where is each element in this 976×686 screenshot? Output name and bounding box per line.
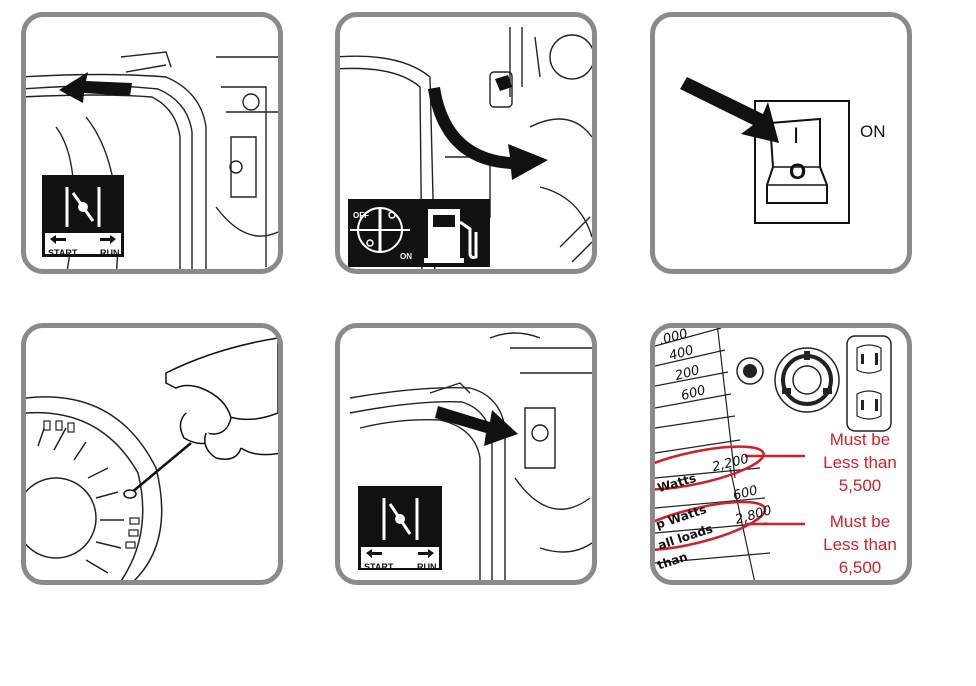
panel-load-chart: .000 400 200 600 Watts 2,200 600 p Watts… bbox=[650, 323, 912, 585]
generator-illustration-2 bbox=[349, 332, 592, 580]
limit-note-1-line1: Must be bbox=[829, 430, 891, 449]
rope bbox=[130, 442, 192, 494]
on-label: ON bbox=[400, 252, 412, 261]
limit-note-1-line3: 5,500 bbox=[838, 476, 882, 495]
recoil-illustration bbox=[26, 337, 278, 580]
arrow-left-icon bbox=[59, 72, 132, 103]
badge-run-label: RUN bbox=[417, 562, 437, 572]
run-arrow-icon bbox=[418, 549, 434, 558]
run-arrow-icon bbox=[100, 235, 116, 244]
off-label: OFF bbox=[353, 211, 369, 220]
start-arrow-icon bbox=[366, 549, 382, 558]
panel-choke-start: START RUN bbox=[21, 12, 283, 274]
red-annotations bbox=[655, 445, 805, 552]
panel-choke-run: START RUN bbox=[335, 323, 597, 585]
panel-engine-switch: I O ON bbox=[650, 12, 912, 274]
generator-illustration bbox=[26, 51, 278, 269]
limit-note-2: Must be Less than 6,500 bbox=[815, 510, 905, 579]
duplex-outlet-icon bbox=[846, 335, 892, 432]
limit-note-2-line3: 6,500 bbox=[838, 558, 882, 577]
outlet-small bbox=[736, 357, 764, 385]
switch-illustration bbox=[680, 77, 850, 224]
badge-start-label: START bbox=[364, 562, 394, 572]
fuel-valve-illustration bbox=[340, 27, 592, 269]
load-chart-illustration bbox=[655, 328, 892, 580]
limit-note-1: Must be Less than 5,500 bbox=[815, 428, 905, 497]
curved-arrow-icon bbox=[428, 87, 548, 180]
limit-note-2-line1: Must be bbox=[829, 512, 891, 531]
switch-on-symbol: I bbox=[793, 123, 800, 148]
pointer-arrow-icon bbox=[680, 77, 779, 143]
badge-run-label: RUN bbox=[100, 248, 120, 258]
panel-recoil-start bbox=[21, 323, 283, 585]
switch-off-symbol: O bbox=[789, 159, 807, 184]
limit-note-1-line2: Less than bbox=[823, 453, 897, 472]
fuel-pump-icon bbox=[424, 209, 478, 263]
on-label: ON bbox=[860, 122, 886, 141]
start-arrow-icon bbox=[50, 235, 66, 244]
hand-icon bbox=[165, 337, 278, 460]
badge-start-label: START bbox=[48, 248, 78, 258]
twist-lock-outlet-icon bbox=[774, 347, 840, 413]
panel-fuel-valve: OFF ON bbox=[335, 12, 597, 274]
limit-note-2-line2: Less than bbox=[823, 535, 897, 554]
arrow-right-icon bbox=[435, 406, 518, 446]
